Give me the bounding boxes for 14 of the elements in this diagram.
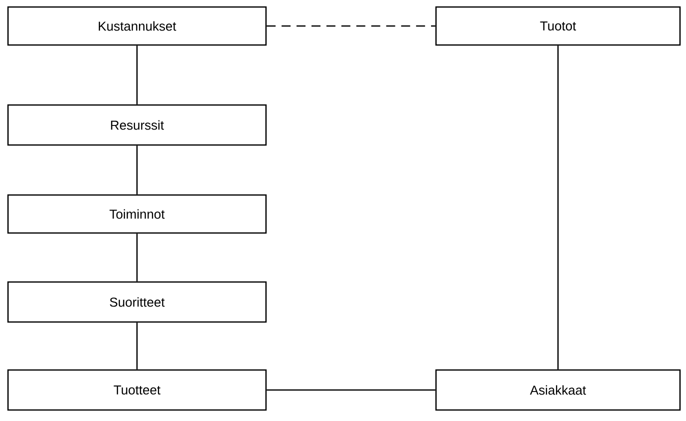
connector-line: [136, 146, 138, 194]
process-box: Resurssit: [7, 104, 267, 146]
connector-line: [136, 234, 138, 282]
connector-line: [266, 25, 436, 27]
process-box: Asiakkaat: [435, 369, 681, 411]
connector-line: [136, 46, 138, 104]
process-box: Kustannukset: [7, 6, 267, 46]
process-box: Tuotteet: [7, 369, 267, 411]
connector-line: [266, 389, 436, 391]
connector-line: [136, 322, 138, 370]
process-box: Toiminnot: [7, 194, 267, 234]
connector-line: [557, 46, 559, 370]
process-box: Tuotot: [435, 6, 681, 46]
process-box: Suoritteet: [7, 281, 267, 323]
